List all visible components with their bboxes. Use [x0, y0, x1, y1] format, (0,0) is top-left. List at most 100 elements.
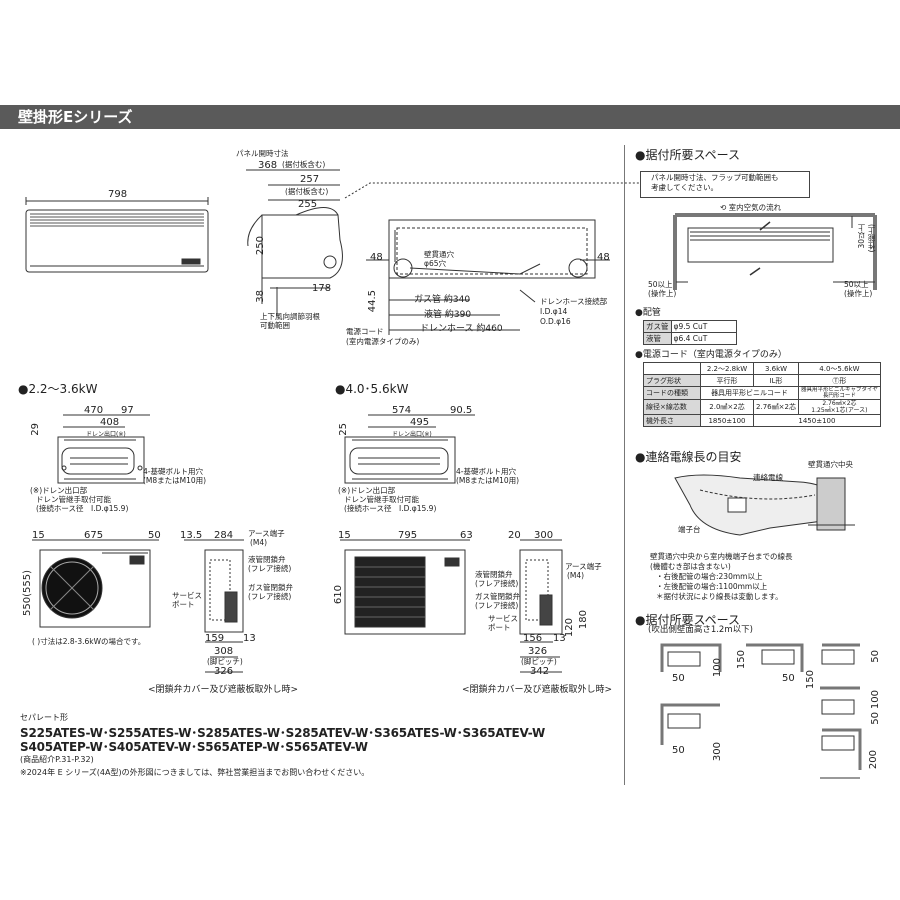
os-dim-50-c: 50: [782, 673, 795, 684]
dim-675: 675: [84, 530, 104, 541]
dim-180: 180: [578, 610, 589, 630]
outdoor-large-top-view: [345, 415, 475, 483]
cell: IL形: [753, 374, 799, 387]
dim-795: 795: [398, 530, 418, 541]
outdoor-space-heading: ●据付所要スペース: [635, 613, 741, 627]
cell-line: 器具用平形ビニルキャブタイヤ: [801, 387, 878, 393]
dim-408: 408: [100, 417, 120, 428]
dim-300: 300: [534, 530, 554, 541]
dim-470: 470: [84, 405, 104, 416]
dim-495: 495: [410, 417, 430, 428]
os-dim-100: 100: [712, 658, 723, 678]
os-dim-150: 150: [736, 650, 747, 670]
row-label: 機外長さ: [643, 414, 701, 428]
outdoor-space-sub: (吹出側壁面高さ1.2m以下): [648, 625, 753, 635]
wire-desc-1: 壁貫通穴中央から室内機端子台までの線長: [650, 552, 793, 561]
pipe-spec: φ6.4 CuT: [670, 332, 737, 345]
liquid-valve-label: 液管閉鎖弁: [248, 555, 286, 564]
os-dim-50-b: 50: [870, 650, 881, 663]
louver-note-1: 上下風向調節羽根: [260, 312, 320, 321]
cell: 平行形: [700, 374, 754, 387]
drain-conn-od: O.D.φ16: [540, 317, 571, 326]
gas-valve-label: ガス管閉鎖弁: [248, 583, 293, 592]
dim-38: 38: [255, 290, 266, 303]
cell: Ⓣ形: [798, 374, 881, 387]
service-port-label-large-2: ポート: [488, 623, 511, 632]
louver-note-2: 可動範囲: [260, 321, 290, 330]
os-dim-150-b: 150: [805, 670, 816, 690]
dim-326-large: 326: [528, 646, 548, 657]
install-space-heading: ●据付所要スペース: [635, 148, 741, 162]
col-header: 2.2～2.8kW: [700, 362, 754, 375]
dim-159: 159: [205, 633, 225, 644]
power-cord-note: (室内電源タイプのみ): [346, 337, 420, 346]
dim-90-5: 90.5: [450, 405, 473, 416]
earth-terminal-size: (M4): [250, 538, 268, 547]
outdoor-large-footer: <閉鎖弁カバー及び遮蔽板取外し時>: [462, 685, 613, 695]
bolt-hole-size-large: (M8またはM10用): [456, 476, 520, 485]
earth-terminal-label: アース端子: [248, 529, 285, 538]
drain-note-large-1: (※)ドレン出口部: [338, 486, 396, 495]
panel-open-dim: 368: [258, 160, 278, 171]
drain-conn-id: I.D.φ14: [540, 307, 568, 316]
indoor-back-view: [366, 220, 610, 335]
paren-note: ( )寸法は2.8-3.6kWの場合です。: [32, 637, 146, 646]
os-dim-50-e: 50: [672, 745, 685, 756]
dim-250: 250: [255, 236, 266, 256]
section-banner: [0, 105, 900, 129]
right-clearance-note: (操作上): [844, 289, 873, 298]
drain-note-large-3: (接続ホース径 I.D.φ15.9): [344, 504, 437, 513]
dim-308: 308: [214, 646, 234, 657]
col-header: 3.6kW: [753, 362, 799, 375]
bolt-hole-label: 4-基礎ボルト用穴: [143, 467, 203, 476]
dim-63: 63: [460, 530, 473, 541]
dim-178: 178: [312, 283, 332, 294]
dim-20: 20: [508, 530, 521, 541]
terminal-label: 端子台: [678, 525, 701, 534]
dim-15: 15: [32, 530, 45, 541]
dim-13-large: 13: [553, 633, 566, 644]
gas-valve-note-large: (フレア接続): [475, 601, 519, 610]
section-title: 壁掛形Eシリーズ: [18, 108, 133, 126]
model-label: セパレート形: [20, 713, 68, 722]
table-row: 2.2～2.8kW 3.6kW 4.0～5.6kW: [643, 362, 881, 375]
liquid-valve-note: (フレア接続): [248, 564, 292, 573]
left-clearance: 50以上: [648, 280, 673, 289]
install-space-diagram: [675, 215, 875, 290]
install-note-1: パネル開時寸法、フラップ可動範囲も: [651, 173, 779, 182]
drain-note-1: (※)ドレン出口部: [30, 486, 88, 495]
footnote: ※2024年 E シリーズ(4A型)の外形図につきましては、弊社営業担当までお問…: [20, 768, 370, 777]
os-dim-300: 300: [712, 742, 723, 762]
dim-48-right: 48: [597, 252, 610, 263]
dim-48-left: 48: [370, 252, 383, 263]
airflow-label: ⟲ 室内空気の流れ: [720, 203, 781, 213]
indoor-side-view: [246, 170, 342, 316]
outdoor-small-side-view: [184, 540, 244, 672]
cell: 2.76㎟×2芯: [753, 399, 799, 416]
model-list-line-2: S405ATEP-W･S405ATEV-W･S565ATEP-W･S565ATE…: [20, 740, 368, 754]
cell: 1450±100: [753, 414, 881, 428]
outdoor-small-heading: ●2.2～3.6kW: [18, 382, 98, 396]
dim-156: 156: [523, 633, 543, 644]
service-port-label: サービス: [172, 591, 202, 600]
os-dim-200: 200: [868, 750, 879, 770]
dim-29: 29: [30, 423, 41, 436]
wire-desc-4: ・左後配管の場合:1100mm以上: [656, 582, 768, 591]
earth-terminal-label-large: アース端子: [565, 562, 602, 571]
indoor-front-view: [26, 197, 208, 272]
top-clearance: 30以上: [857, 224, 866, 249]
os-dim-50: 50: [672, 673, 685, 684]
install-note-2: 考慮してください。: [651, 183, 719, 192]
service-port-label-2: ポート: [172, 600, 195, 609]
cell-line: 1.25㎟×1芯(アース): [811, 407, 868, 415]
bolt-hole-label-large: 4-基礎ボルト用穴: [456, 467, 516, 476]
gas-valve-label-large: ガス管閉鎖弁: [475, 592, 520, 601]
cell-line: 長円形コード: [822, 393, 856, 400]
pipe-spec: φ9.5 CuT: [670, 320, 737, 333]
drain-conn-label: ドレンホース接続部: [540, 297, 608, 306]
cell: 器具用平形ビニルコード: [700, 385, 799, 401]
